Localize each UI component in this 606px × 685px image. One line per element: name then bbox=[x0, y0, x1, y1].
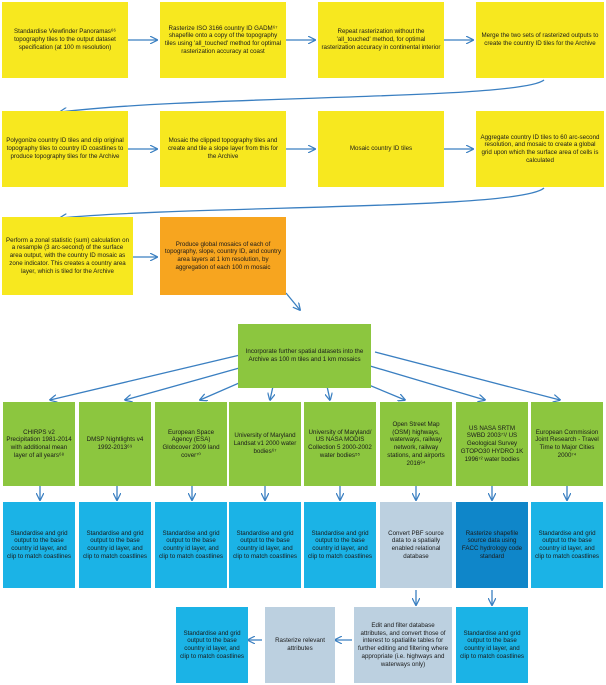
step-repeat-rasterization: Repeat rasterization without the 'all_to… bbox=[318, 2, 444, 78]
arrow-to-src1 bbox=[50, 354, 241, 400]
source-esa-globcover: European Space Agency (ESA) Globcover 20… bbox=[155, 402, 227, 486]
step-mosaic-country-id: Mosaic country ID tiles bbox=[318, 111, 444, 187]
process-standardise-chirps: Standardise and grid output to the base … bbox=[3, 502, 75, 588]
source-dmsp: DMSP Nightlights v4 1992-2013⁶⁹ bbox=[79, 402, 151, 486]
arrow-r1-r2 bbox=[60, 79, 545, 112]
step-standardise-topography: Standardise Viewfinder Panoramas⁶⁶ topog… bbox=[2, 2, 128, 78]
process-rasterize-shapefile: Rasterize shapefile source data using FA… bbox=[456, 502, 528, 588]
arrow-orange-green bbox=[285, 292, 300, 310]
process-standardise-esa: Standardise and grid output to the base … bbox=[155, 502, 227, 588]
process-standardise-dmsp: Standardise and grid output to the base … bbox=[79, 502, 151, 588]
arrow-to-src7 bbox=[359, 362, 485, 400]
step-polygonize-clip: Polygonize country ID tiles and clip ori… bbox=[2, 111, 128, 187]
step-global-mosaics: Produce global mosaics of each of topogr… bbox=[160, 217, 286, 295]
step-aggregate-country-id: Aggregate country ID tiles to 60 arc-sec… bbox=[476, 111, 604, 187]
source-chirps: CHIRPS v2 Precipitation 1981-2014 with a… bbox=[3, 402, 75, 486]
process-standardise-srtm: Standardise and grid output to the base … bbox=[456, 607, 528, 683]
step-zonal-statistic: Perform a zonal statistic (sum) calculat… bbox=[2, 217, 133, 295]
process-standardise-modis: Standardise and grid output to the base … bbox=[304, 502, 376, 588]
source-umd-modis: University of Maryland/ US NASA MODIS Co… bbox=[304, 402, 376, 486]
source-jrc-travel-time: European Commission Joint Research - Tra… bbox=[531, 402, 603, 486]
process-standardise-jrc: Standardise and grid output to the base … bbox=[531, 502, 603, 588]
arrow-to-src2 bbox=[125, 364, 251, 400]
arrow-r2-r3 bbox=[60, 187, 545, 218]
process-standardise-osm: Standardise and grid output to the base … bbox=[176, 607, 248, 683]
arrow-to-src8 bbox=[374, 351, 560, 400]
process-rasterize-relevant: Rasterize relevant attributes bbox=[265, 607, 335, 683]
step-mosaic-slope: Mosaic the clipped topography tiles and … bbox=[160, 111, 286, 187]
process-edit-filter: Edit and filter database attributes, and… bbox=[354, 607, 452, 683]
step-merge-outputs: Merge the two sets of rasterized outputs… bbox=[476, 2, 604, 78]
source-osm: Open Street Map (OSM) highways, waterway… bbox=[380, 402, 452, 486]
source-srtm-gtopo30: US NASA SRTM SWBD 2003⁷¹/ US Geological … bbox=[456, 402, 528, 486]
step-rasterize-all-touched: Rasterize ISO 3166 country ID GADM⁶⁷ sha… bbox=[160, 2, 286, 78]
step-incorporate-datasets: Incorporate further spatial datasets int… bbox=[238, 324, 371, 388]
process-standardise-landsat: Standardise and grid output to the base … bbox=[229, 502, 301, 588]
source-umd-landsat: University of Maryland Landsat v1 2000 w… bbox=[229, 402, 301, 486]
process-convert-pbf: Convert PBF source data to a spatially e… bbox=[380, 502, 452, 588]
